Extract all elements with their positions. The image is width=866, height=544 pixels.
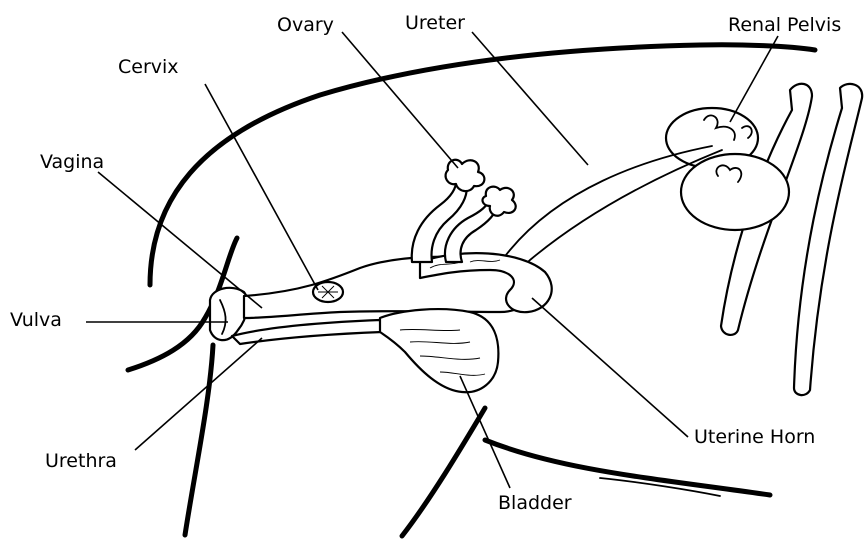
hind-leg-outline <box>185 345 213 535</box>
leader-ovary <box>342 32 458 168</box>
bladder-shape <box>380 309 498 392</box>
label-ovary: Ovary <box>277 16 334 35</box>
label-ureter: Ureter <box>405 14 465 33</box>
leader-cervix <box>205 84 318 290</box>
leader-renal-pelvis <box>730 36 778 122</box>
ovary-1 <box>446 160 485 191</box>
label-uterine-horn: Uterine Horn <box>694 428 815 447</box>
leader-uterine-horn <box>532 298 688 437</box>
label-renal-pelvis: Renal Pelvis <box>728 16 841 35</box>
leader-bladder <box>460 376 510 488</box>
vulva-shape <box>210 288 247 340</box>
label-vulva: Vulva <box>10 311 62 330</box>
label-bladder: Bladder <box>498 494 572 513</box>
leader-urethra <box>135 338 262 450</box>
label-vagina: Vagina <box>40 153 104 172</box>
kidney-lower <box>681 154 789 230</box>
belly-outline-lower <box>485 440 770 495</box>
label-cervix: Cervix <box>118 58 179 77</box>
label-urethra: Urethra <box>45 452 117 471</box>
urethra-shape <box>232 320 382 344</box>
belly-outline <box>402 408 485 536</box>
